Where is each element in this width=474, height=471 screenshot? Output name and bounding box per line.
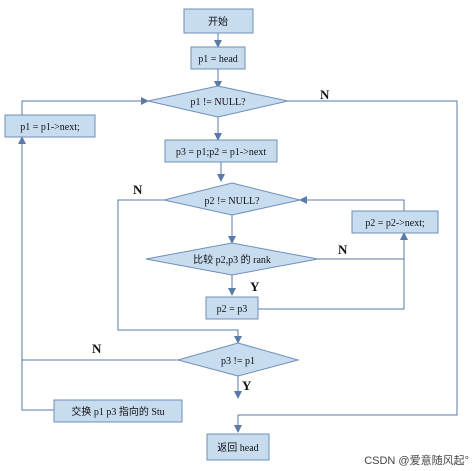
- connectors: [18, 33, 458, 433]
- advance-p2-node: [351, 210, 439, 234]
- edge-label-n-cond3: N: [92, 341, 102, 356]
- assign-p3-p2-node: [164, 139, 278, 163]
- swap-node: [53, 399, 183, 423]
- start-label: 开始: [208, 15, 228, 28]
- compare-rank-label: 比较 p2,p3 的 rank: [193, 253, 271, 266]
- edge-label-y-compare: Y: [250, 279, 260, 294]
- advance-p1-label: p1 = p1->next;: [20, 122, 80, 133]
- advance-p1-node: [4, 114, 96, 138]
- advance-p2-label: p2 = p2->next;: [365, 218, 425, 229]
- assign-p3-p2-label: p3 = p1;p2 = p1->next: [176, 147, 266, 158]
- init-p1-label: p1 = head: [198, 54, 238, 65]
- cond-p3-p1-label: p3 != p1: [221, 356, 255, 367]
- assign-p2-p3-node: [205, 296, 259, 320]
- cond-p2-decision: [163, 182, 301, 216]
- cond-p3-p1-decision: [176, 342, 300, 377]
- return-head-label: 返回 head: [217, 442, 258, 454]
- compare-rank-decision: [145, 242, 319, 276]
- cond-p1-label: p1 != NULL?: [190, 97, 246, 108]
- edge-label-n-outer: N: [320, 87, 330, 102]
- edge-label-n-inner: N: [133, 182, 143, 197]
- init-p1-node: [190, 46, 246, 70]
- cond-p2-label: p2 != NULL?: [204, 196, 260, 207]
- edge-label-n-compare: N: [338, 242, 348, 257]
- swap-label: 交换 p1 p3 指向的 Stu: [71, 405, 164, 418]
- cond-p1-decision: [147, 85, 289, 118]
- start-node: [183, 8, 254, 34]
- assign-p2-p3-label: p2 = p3: [217, 304, 248, 315]
- edge-label-y-cond3: Y: [242, 378, 252, 393]
- return-head-node: [206, 433, 270, 461]
- watermark: CSDN @爱意随风起°: [364, 453, 469, 467]
